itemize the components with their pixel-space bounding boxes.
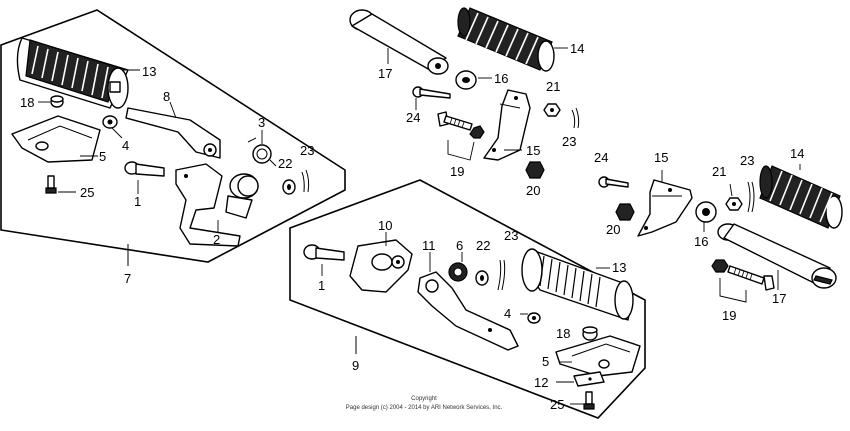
callout-14-upper: 14 xyxy=(570,41,584,56)
screw-center xyxy=(583,391,595,410)
bolt-lower xyxy=(711,259,775,291)
callout-5-center: 5 xyxy=(542,354,549,369)
spring-left xyxy=(247,137,277,167)
callout-21-lower: 21 xyxy=(712,164,726,179)
callout-3: 3 xyxy=(258,115,265,130)
callout-21-upper: 21 xyxy=(546,79,560,94)
plate-left xyxy=(11,115,101,163)
callout-6: 6 xyxy=(456,238,463,253)
callout-10: 10 xyxy=(378,218,392,233)
footpeg-rubber-lower xyxy=(759,165,843,229)
center-assembly-box xyxy=(289,179,646,419)
callout-8: 8 xyxy=(163,89,170,104)
callout-18-center: 18 xyxy=(556,326,570,341)
callout-16-lower: 16 xyxy=(694,234,708,249)
callout-25-left: 25 xyxy=(80,185,94,200)
bracket-lower xyxy=(637,179,693,237)
screw-left xyxy=(45,175,57,194)
bolt-upper xyxy=(437,111,485,139)
footpeg-rubber-upper xyxy=(457,7,555,72)
callout-19-upper: 19 xyxy=(450,164,464,179)
cotter-pin-upper xyxy=(571,107,580,129)
callout-18-left: 18 xyxy=(20,95,34,110)
bracket-left xyxy=(175,163,259,247)
callout-1-center: 1 xyxy=(318,278,325,293)
footpeg-shaft-lower xyxy=(717,223,837,289)
callout-4-left: 4 xyxy=(122,138,129,153)
nut-lower-hex xyxy=(725,197,743,211)
bolt-small-left xyxy=(102,115,118,129)
callout-2: 2 xyxy=(213,232,220,247)
callout-12: 12 xyxy=(534,375,548,390)
footpeg-shaft-upper xyxy=(349,9,449,75)
bracket-upper xyxy=(483,89,531,161)
callout-13-left: 13 xyxy=(142,64,156,79)
pin-lower xyxy=(598,176,629,188)
cotter-pin-left xyxy=(301,169,310,193)
callout-25-center: 25 xyxy=(550,397,564,412)
pivot-arm-left xyxy=(125,107,221,159)
nut-upper xyxy=(543,103,561,117)
footpeg-rubber-center xyxy=(521,248,634,321)
callout-7: 7 xyxy=(124,271,131,286)
callout-5-left: 5 xyxy=(99,149,106,164)
pin-upper xyxy=(412,86,451,99)
callout-24-upper: 24 xyxy=(406,110,420,125)
nut-lower xyxy=(615,203,635,221)
nut-upper-small xyxy=(525,161,545,179)
callout-19-lower: 19 xyxy=(722,308,736,323)
callout-20-lower: 20 xyxy=(606,222,620,237)
callout-4-center: 4 xyxy=(504,306,511,321)
washer-center xyxy=(475,270,489,286)
callout-11: 11 xyxy=(422,238,436,253)
pivot-block-center xyxy=(349,239,413,293)
collar-center xyxy=(582,326,598,341)
pin-left xyxy=(124,161,165,177)
callout-23-center: 23 xyxy=(504,228,518,243)
collar-left xyxy=(50,95,64,108)
callout-15-lower: 15 xyxy=(654,150,668,165)
callout-22-left: 22 xyxy=(278,156,292,171)
callout-13-center: 13 xyxy=(612,260,626,275)
washer-left xyxy=(282,179,296,195)
left-assembly-box xyxy=(0,9,346,263)
callout-20-upper: 20 xyxy=(526,183,540,198)
washer-lower xyxy=(695,201,717,223)
callout-labels: 13 18 8 3 4 5 22 23 25 1 2 7 17 14 16 21… xyxy=(20,41,804,412)
callout-23-upper: 23 xyxy=(562,134,576,149)
callout-14-lower: 14 xyxy=(790,146,804,161)
callout-22-center: 22 xyxy=(476,238,490,253)
callout-15-upper: 15 xyxy=(526,143,540,158)
spring-center xyxy=(448,262,468,282)
bolt-small-center xyxy=(527,312,541,324)
copyright-notice: Page design (c) 2004 - 2014 by ARI Netwo… xyxy=(346,405,503,411)
cotter-pin-lower xyxy=(747,181,755,213)
callout-17-upper: 17 xyxy=(378,66,392,81)
cotter-pin-center xyxy=(497,259,506,291)
washer-upper xyxy=(455,70,477,90)
footpeg-rubber-left xyxy=(16,37,129,109)
callout-16-upper: 16 xyxy=(494,71,508,86)
callout-1-left: 1 xyxy=(134,194,141,209)
callout-24-lower: 24 xyxy=(594,150,608,165)
callout-23-lower: 23 xyxy=(740,153,754,168)
plate-center xyxy=(555,335,641,377)
small-plate-center xyxy=(573,371,605,387)
pin-center xyxy=(303,244,345,261)
copyright-title: Copyright xyxy=(411,396,437,402)
callout-9: 9 xyxy=(352,358,359,373)
callout-17-lower: 17 xyxy=(772,291,786,306)
arm-center xyxy=(417,271,519,351)
callout-23-left: 23 xyxy=(300,143,314,158)
